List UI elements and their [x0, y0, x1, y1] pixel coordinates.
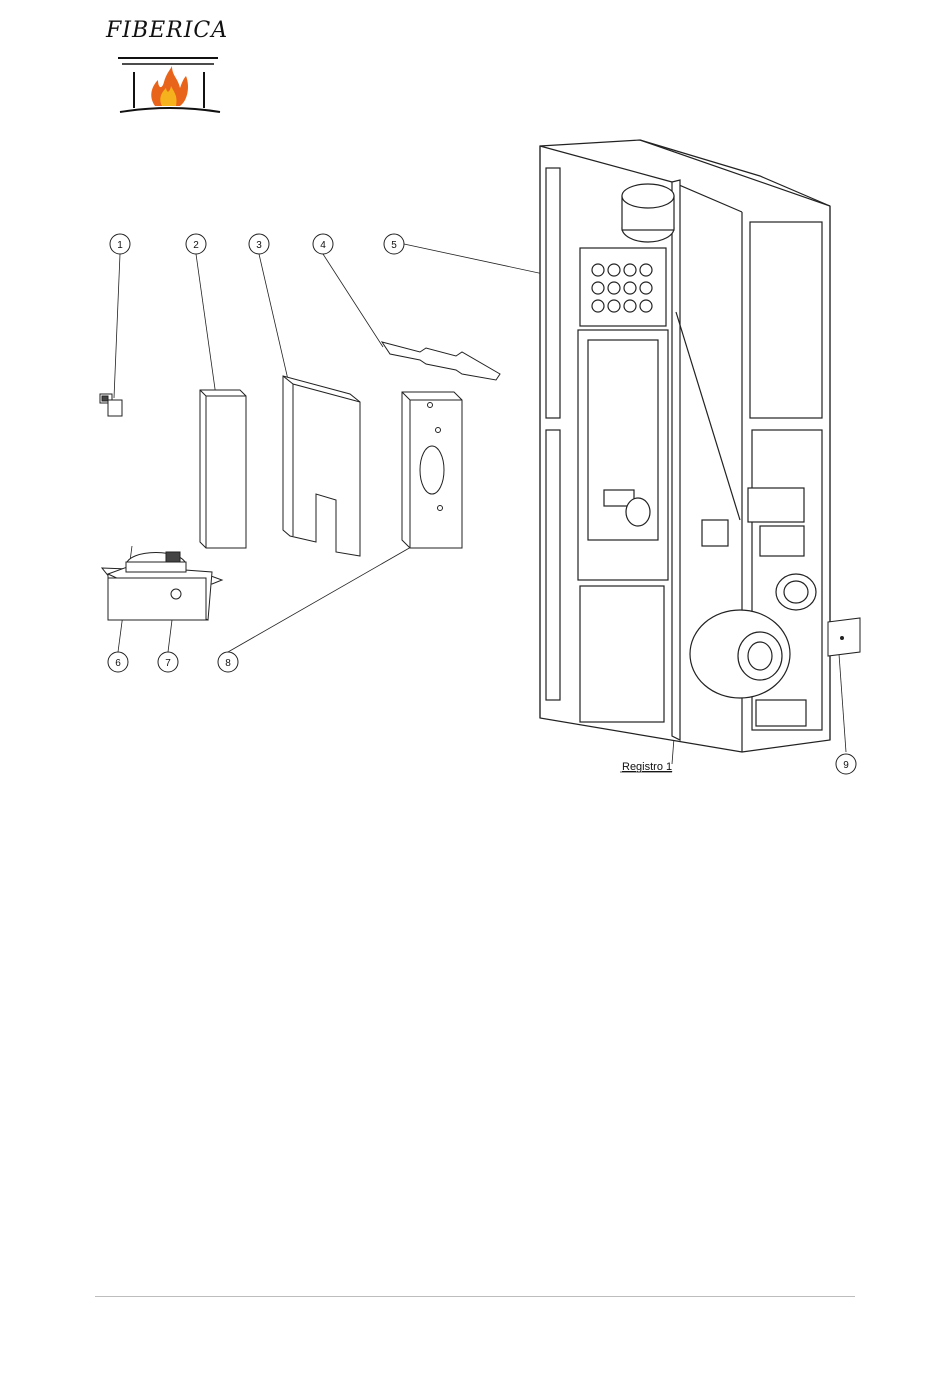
callout-label: 4 — [320, 240, 326, 251]
callout-6: 6 — [108, 652, 128, 672]
callout-9: 9 — [836, 754, 856, 774]
callout-2: 2 — [186, 234, 206, 254]
callout-3: 3 — [249, 234, 269, 254]
callout-label: 8 — [225, 658, 231, 669]
part-1-clip — [100, 394, 122, 416]
part-2-panel — [200, 390, 246, 548]
part-4-bracket — [382, 342, 500, 380]
callout-5: 5 — [384, 234, 404, 254]
callout-label: 6 — [115, 658, 121, 669]
heater-unit — [540, 140, 830, 752]
callout-4: 4 — [313, 234, 333, 254]
callout-7: 7 — [158, 652, 178, 672]
part-9-plate — [828, 618, 860, 656]
callout-label: 2 — [193, 240, 199, 251]
part-6-7-fan-box — [102, 552, 222, 620]
part-8-panel — [402, 392, 462, 548]
part-3-panel — [283, 376, 360, 556]
callout-label: 5 — [391, 240, 397, 251]
register-label: Registro 1 — [622, 761, 672, 773]
callout-8: 8 — [218, 652, 238, 672]
callout-label: 3 — [256, 240, 262, 251]
callout-label: 9 — [843, 760, 849, 771]
callout-1: 1 — [110, 234, 130, 254]
footer-divider — [95, 1296, 855, 1297]
callout-label: 1 — [117, 240, 123, 251]
callout-label: 7 — [165, 658, 171, 669]
